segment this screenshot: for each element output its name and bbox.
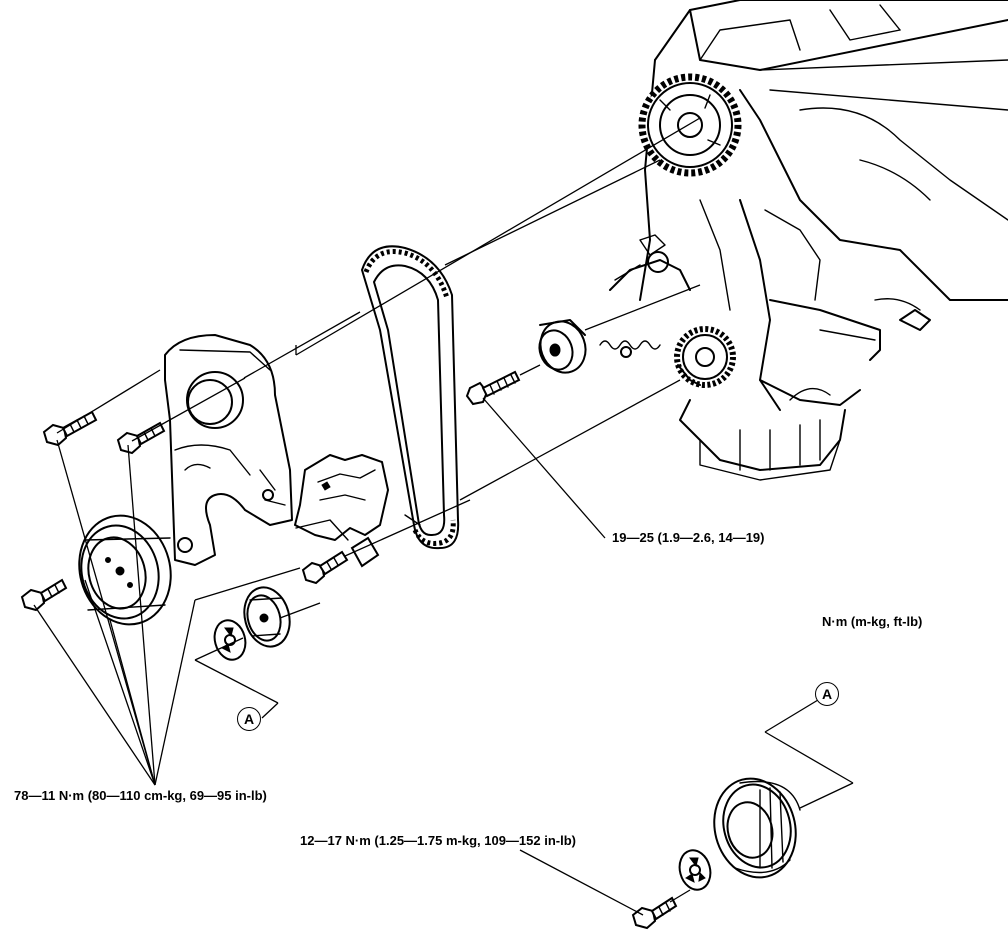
camshaft-sprocket [638, 73, 742, 177]
crankshaft-sprocket [674, 326, 736, 388]
cover-bolt-lower [20, 578, 68, 612]
pulley-bolt [631, 896, 678, 930]
bracket-bolt [301, 550, 349, 585]
tensioner-pulley [538, 319, 587, 374]
assembly-lines [56, 117, 854, 903]
cover-bolts-torque-label: 78—11 N·m (80—110 cm-kg, 69—95 in-lb) [14, 788, 267, 803]
callout-a-left: A [237, 707, 261, 731]
tensioner-spring [599, 340, 661, 358]
timing-belt [361, 245, 460, 550]
crankshaft-pulley [78, 514, 172, 626]
units-note: N·m (m-kg, ft-lb) [822, 614, 923, 629]
engine-block [609, 0, 1008, 481]
timing-belt-pulley [243, 586, 291, 648]
pulley-plate-left [213, 619, 247, 661]
crank-damper-pulley [713, 777, 801, 879]
idler-bolt-torque-label: 19—25 (1.9—2.6, 14—19) [612, 530, 765, 545]
pulley-bolt-torque-label: 12—17 N·m (1.25—1.75 m-kg, 109—152 in-lb… [300, 833, 577, 848]
callout-a-right: A [815, 682, 839, 706]
tensioner-bolt [465, 370, 521, 406]
pulley-plate-right [678, 849, 712, 891]
cover-bolt-upper [42, 410, 98, 447]
leader-lines [33, 397, 644, 916]
lower-cover-bracket [294, 454, 389, 568]
timing-belt-cover [164, 334, 293, 566]
